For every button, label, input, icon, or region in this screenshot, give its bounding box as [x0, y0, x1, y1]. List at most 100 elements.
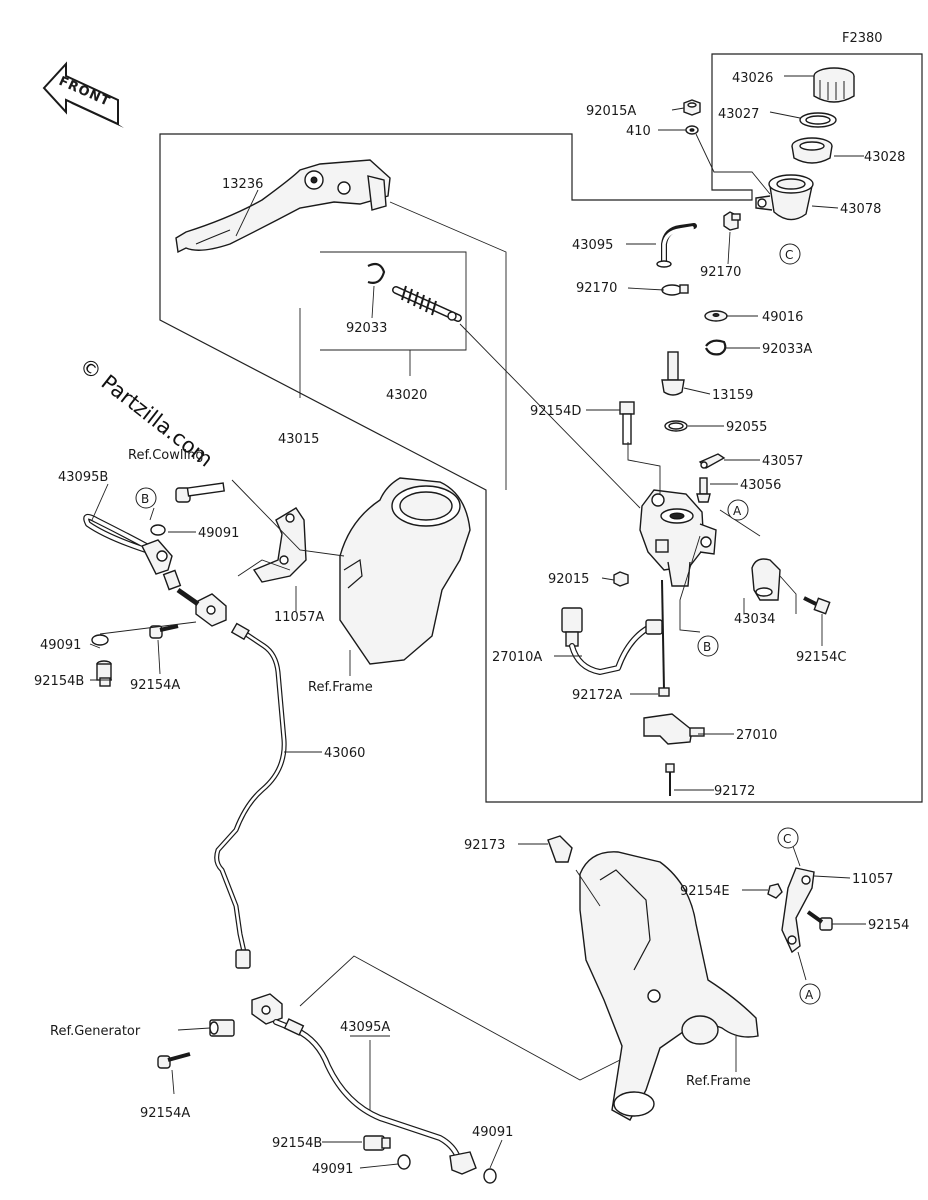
cable-stay-43057 [698, 453, 726, 469]
bracket-11057A [252, 507, 307, 583]
diagram-code: F2380 [842, 31, 883, 46]
ref-frame-upper: Ref.Frame [308, 680, 373, 695]
bolt-92154 [806, 910, 833, 931]
leader-lines [89, 75, 866, 1169]
label-92015A: 92015A [586, 104, 636, 119]
label-92170-lower: 92170 [576, 281, 617, 296]
label-43057: 43057 [762, 454, 803, 469]
svg-text:C: C [785, 248, 793, 262]
label-92154A-upper: 92154A [130, 678, 180, 693]
junction-block [176, 587, 227, 627]
label-43078: 43078 [840, 202, 881, 217]
svg-text:B: B [141, 492, 149, 506]
washer-410 [685, 125, 699, 135]
washer-49091-left [91, 634, 109, 646]
label-13159: 13159 [712, 388, 753, 403]
label-410: 410 [626, 124, 651, 139]
reservoir-cap [813, 67, 855, 103]
svg-text:B: B [703, 640, 711, 654]
washer-49091-lower-right [483, 1168, 497, 1184]
hose-clip-upper [723, 211, 741, 231]
bolt-cowling [175, 482, 225, 503]
master-cylinder-body [639, 489, 717, 587]
bolt-92154A-upper [149, 624, 179, 639]
banjo-bolt-92154B [96, 660, 112, 687]
washer-49091-lower-left [397, 1154, 411, 1170]
label-92172: 92172 [714, 784, 755, 799]
bolt-92154A-lower [157, 1052, 191, 1069]
reservoir-hose [656, 223, 697, 268]
label-92154B-lower: 92154B [272, 1136, 322, 1151]
label-92033A: 92033A [762, 342, 812, 357]
front-direction-arrow: FRONT [42, 61, 124, 128]
label-49091-upper: 49091 [198, 526, 239, 541]
frame-lower [579, 851, 759, 1121]
label-92154B-upper: 92154B [34, 674, 84, 689]
label-43026: 43026 [732, 71, 773, 86]
generator-fitting [209, 1019, 235, 1037]
sensor-92173 [547, 835, 573, 863]
label-92033: 92033 [346, 321, 387, 336]
marker-a-lower: A [799, 983, 821, 1005]
screw-92172A [658, 579, 670, 697]
label-27010A: 27010A [492, 650, 542, 665]
label-92015: 92015 [548, 572, 589, 587]
oring-92055 [664, 420, 688, 432]
label-92055: 92055 [726, 420, 767, 435]
ref-frame-lower: Ref.Frame [686, 1074, 751, 1089]
clutch-pipe [214, 622, 287, 969]
part-labels: 43026 43027 43028 43078 92015A 410 13236… [34, 71, 909, 1177]
ref-generator: Ref.Generator [50, 1024, 141, 1039]
label-43015: 43015 [278, 432, 319, 447]
assembly-43015-outline [159, 53, 923, 803]
label-92154D: 92154D [530, 404, 581, 419]
label-92154E: 92154E [680, 884, 730, 899]
marker-c-bracket: C [777, 827, 799, 849]
label-92173: 92173 [464, 838, 505, 853]
circlip-92033A [705, 339, 727, 356]
bolt-92154D [619, 401, 635, 445]
hose-clip-lower [661, 284, 689, 296]
label-11057: 11057 [852, 872, 893, 887]
switch-27010A [561, 607, 663, 675]
reservoir-diaphragm [791, 137, 833, 164]
frame-upper [339, 477, 471, 665]
svg-text:C: C [783, 832, 791, 846]
grommet-49016 [704, 310, 728, 322]
label-43027: 43027 [718, 107, 759, 122]
label-43020: 43020 [386, 388, 427, 403]
label-92170-upper: 92170 [700, 265, 741, 280]
circlip-92033 [367, 262, 386, 284]
marker-b-master: B [697, 635, 719, 657]
label-92172A: 92172A [572, 688, 622, 703]
label-43060: 43060 [324, 746, 365, 761]
hose-43095B [83, 513, 182, 591]
reservoir-tank [755, 174, 814, 221]
lower-junction [251, 993, 283, 1025]
hose-joint-13159 [661, 351, 685, 396]
bracket-11057 [781, 867, 815, 954]
ref-cowling: Ref.Cowling [128, 448, 204, 463]
label-49091-left: 49091 [40, 638, 81, 653]
label-13236: 13236 [222, 177, 263, 192]
label-11057A: 11057A [274, 610, 324, 625]
pushrod-assembly [392, 285, 462, 322]
reservoir-plate [799, 112, 837, 128]
washer-49091-upper [150, 524, 166, 536]
screw-92172 [665, 763, 675, 796]
label-92154C: 92154C [796, 650, 846, 665]
label-43095A: 43095A [340, 1020, 390, 1035]
svg-text:A: A [733, 504, 742, 518]
label-49091-lower-right: 49091 [472, 1125, 513, 1140]
hose-43095A [273, 1018, 477, 1175]
label-43028: 43028 [864, 150, 905, 165]
bleeder-43056 [696, 477, 711, 503]
svg-text:A: A [805, 988, 814, 1002]
label-43034: 43034 [734, 612, 775, 627]
nut-92015A [683, 99, 701, 116]
label-43056: 43056 [740, 478, 781, 493]
marker-a-bracket: A [727, 499, 749, 521]
marker-c-reservoir: C [779, 243, 801, 265]
assembly-43020-bracket [320, 251, 467, 351]
